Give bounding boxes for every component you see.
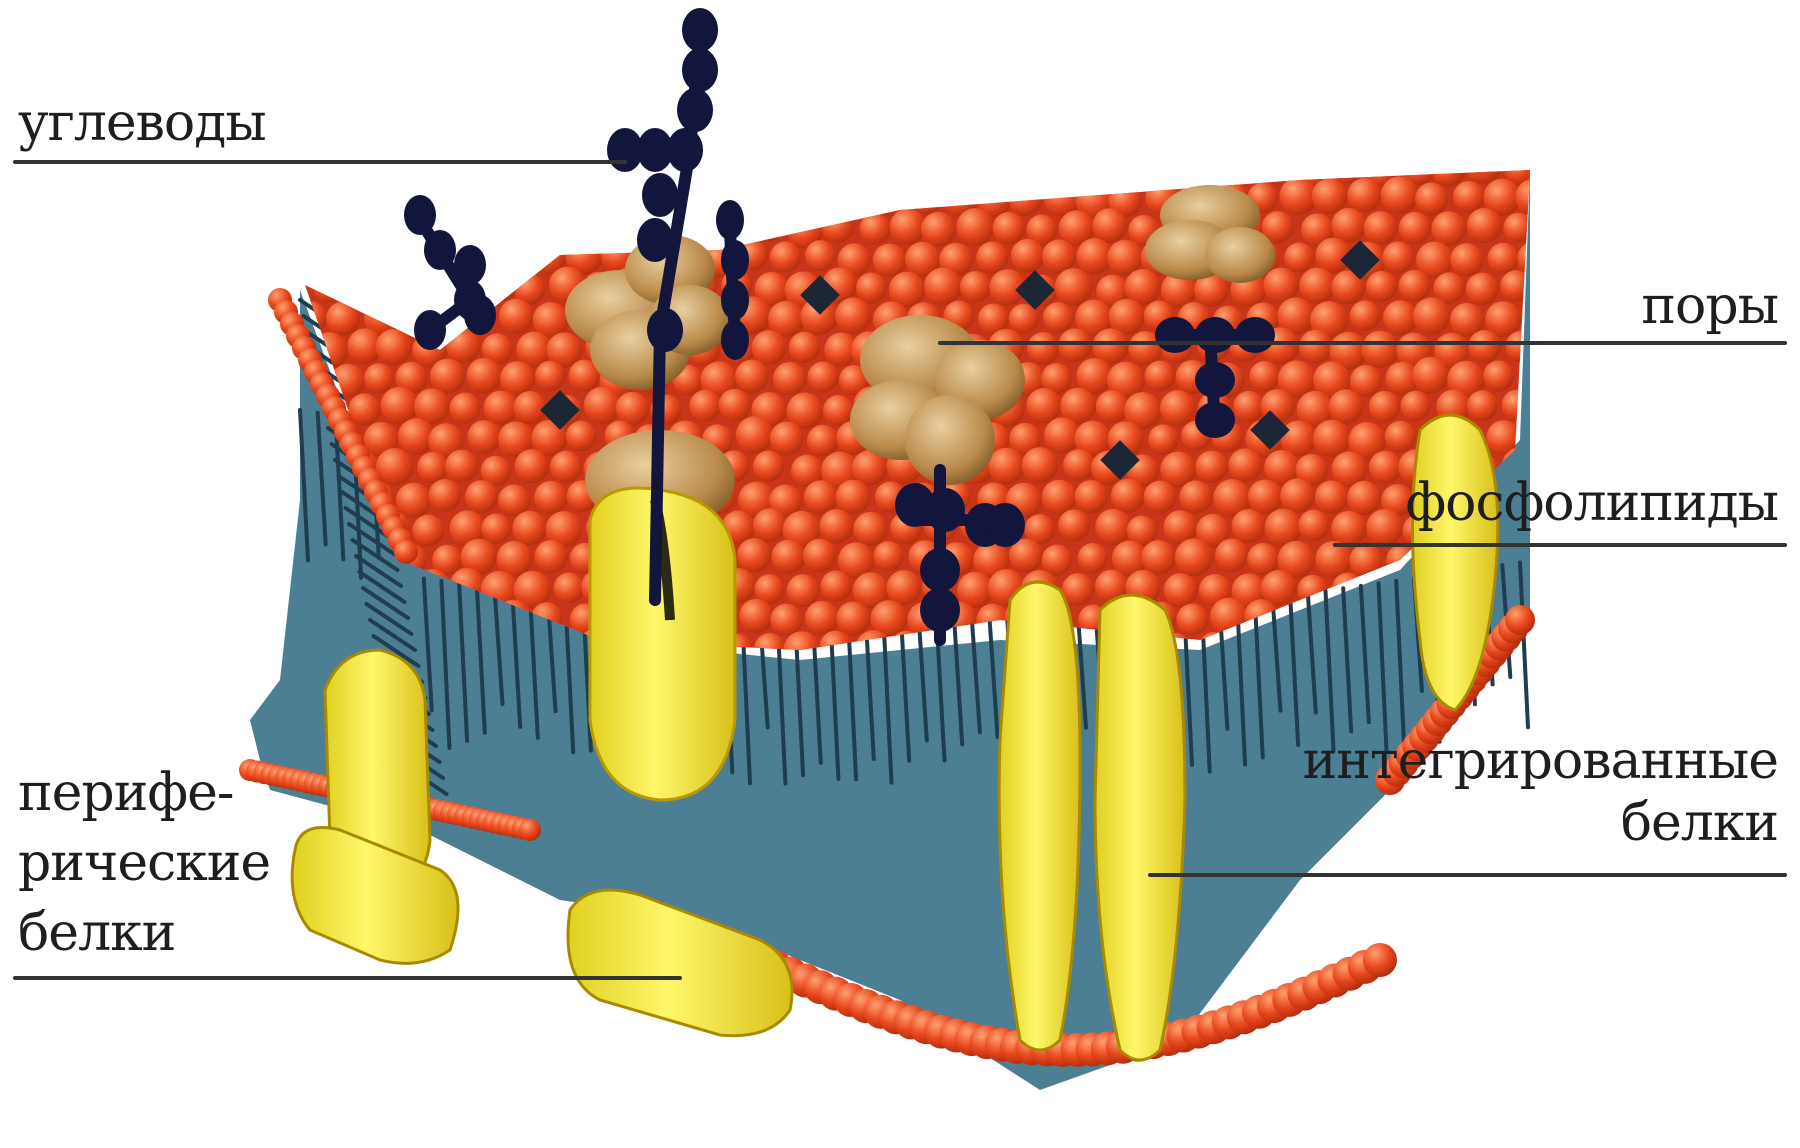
label-peripheral-proteins-line3: белки: [18, 902, 175, 964]
integral-protein-center-a: [999, 582, 1080, 1050]
integral-protein-center-b: [1095, 595, 1185, 1060]
label-carbohydrates: углеводы: [18, 92, 266, 154]
label-pores: поры: [1641, 275, 1778, 337]
label-phospholipids: фосфолипиды: [1405, 472, 1778, 534]
integral-protein-left: [590, 488, 735, 800]
label-peripheral-proteins-line2: рические: [18, 832, 270, 894]
label-integral-proteins-line2: белки: [1621, 792, 1778, 854]
label-peripheral-proteins-line1: перифе-: [18, 762, 233, 824]
label-integral-proteins-line1: интегрированные: [1303, 730, 1778, 792]
